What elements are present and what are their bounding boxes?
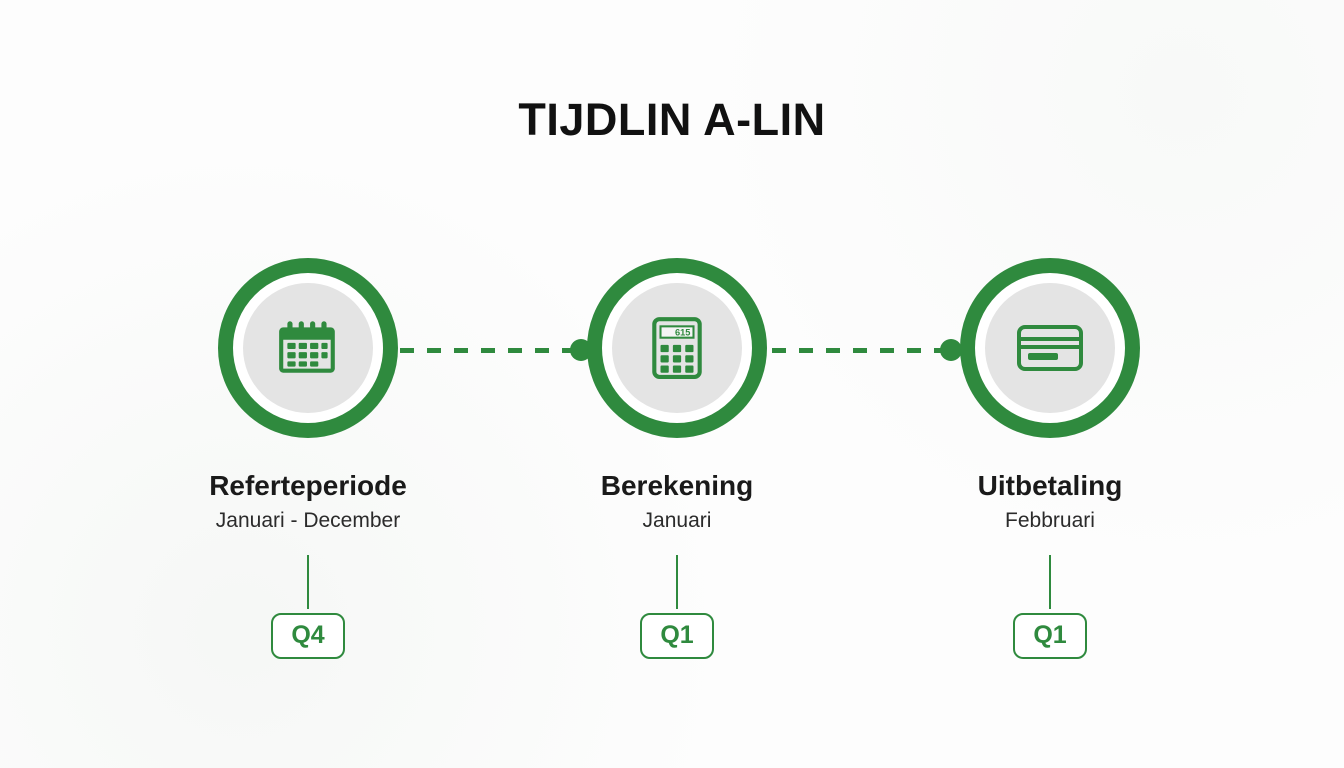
step-title: Uitbetaling <box>977 470 1123 501</box>
step-icon-ring <box>960 258 1140 438</box>
quarter-badge[interactable]: Q1 <box>1013 613 1087 659</box>
step-labels: Referteperiode Januari - December <box>158 470 458 533</box>
calendar-icon <box>275 315 341 381</box>
badge-stem <box>307 555 309 610</box>
step-subtitle: Febbruari <box>1005 509 1095 533</box>
timeline-step[interactable]: Referteperiode Januari - December Q4 <box>158 258 458 659</box>
payment-card-icon <box>1015 321 1085 375</box>
step-icon-disc <box>985 283 1115 413</box>
connector-step1-step2 <box>400 339 592 361</box>
connector-step2-step3 <box>772 339 962 361</box>
page-title: TIJDLIN A-LIN <box>518 94 826 145</box>
step-icon-disc: 615 <box>612 283 742 413</box>
step-icon-ring <box>218 258 398 438</box>
step-labels: Berekening Januari <box>527 470 827 533</box>
svg-text:615: 615 <box>675 328 690 338</box>
step-subtitle: Januari - December <box>215 509 401 533</box>
calculator-icon: 615 <box>647 315 707 381</box>
badge-stem <box>676 555 678 610</box>
step-icon-disc <box>243 283 373 413</box>
step-title: Berekening <box>600 470 754 501</box>
step-title: Referteperiode <box>209 470 407 501</box>
quarter-badge[interactable]: Q1 <box>640 613 714 659</box>
connector-dashes <box>400 347 572 353</box>
step-subtitle: Januari <box>642 509 712 533</box>
badge-stem <box>1049 555 1051 610</box>
timeline-step[interactable]: 615 <box>527 258 827 659</box>
step-labels: Uitbetaling Febbruari <box>900 470 1200 533</box>
step-icon-ring: 615 <box>587 258 767 438</box>
quarter-badge[interactable]: Q4 <box>271 613 345 659</box>
timeline-step[interactable]: Uitbetaling Febbruari Q1 <box>900 258 1200 659</box>
connector-endpoint-dot <box>940 339 962 361</box>
connector-endpoint-dot <box>570 339 592 361</box>
timeline: Referteperiode Januari - December Q4 <box>0 258 1344 678</box>
connector-dashes <box>772 347 942 353</box>
